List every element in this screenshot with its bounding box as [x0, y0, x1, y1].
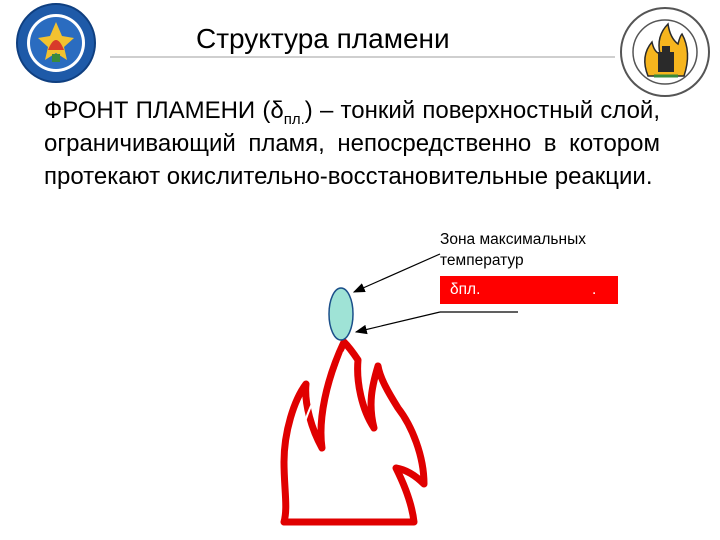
symbol-pointer — [354, 311, 441, 335]
flame-front-symbol: δпл. — [450, 281, 481, 298]
fire-safety-seal-icon — [620, 7, 710, 97]
max-temperature-zone-label: Зона максимальных температур — [440, 231, 586, 269]
slide-title: Структура пламени — [196, 23, 450, 54]
flame-front-ellipse — [328, 287, 354, 341]
delta-subscript: пл. — [283, 110, 305, 128]
zone-label-pointer — [352, 253, 441, 293]
definition-text: – тонкий поверхностный слой, ограничиваю… — [44, 97, 661, 190]
university-emblem-icon — [16, 3, 96, 83]
flame-front-definition: ФРОНТ ПЛАМЕНИ (δпл.) – тонкий поверхност… — [44, 94, 660, 193]
flame-outline — [280, 338, 428, 526]
flame-front-symbol-box — [440, 276, 618, 304]
flame-inner-outline — [292, 351, 408, 515]
symbol-trailing-dot: . — [592, 281, 597, 298]
title-underline — [110, 56, 615, 58]
definition-term: ФРОНТ ПЛАМЕНИ (δпл.) — [44, 97, 313, 128]
